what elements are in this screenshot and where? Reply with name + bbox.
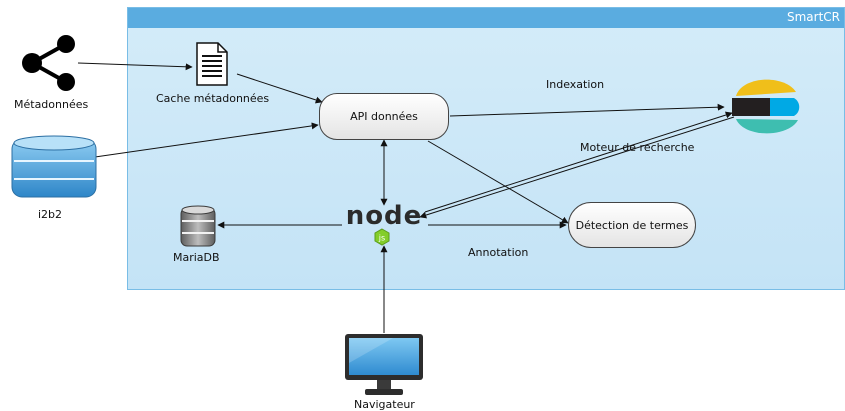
cache-label: Cache métadonnées [156,92,270,105]
svg-text:js: js [378,234,385,243]
elasticsearch-logo-icon [732,79,800,134]
nodejs-logo-icon: node js [341,201,427,246]
api-label: API données [350,110,418,123]
api-node[interactable]: API données [319,93,449,140]
edge-api-to-elasticsearch [449,103,725,117]
edge-cache-to-api [236,73,323,104]
edge-i2b2-to-api [94,122,319,158]
database-server-icon [180,205,216,247]
annotation-edge-label: Annotation [468,246,529,259]
metadata-label: Métadonnées [14,98,89,111]
i2b2-label: i2b2 [38,208,63,221]
search-engine-edge-label: Moteur de recherche [580,141,695,154]
database-icon [11,135,97,198]
detection-label: Détection de termes [575,218,689,232]
detection-node[interactable]: Détection de termes [568,202,696,248]
monitor-icon [345,334,423,395]
edge-metadata-to-cache [77,62,193,71]
share-network-icon [22,35,75,91]
container-title: SmartCR [786,10,840,24]
document-icon [196,42,228,86]
edge-elasticsearch-to-node [419,116,735,219]
smartcr-container: SmartCR [127,7,845,290]
edge-api-to-detection [427,140,569,224]
container-header: SmartCR [128,8,844,28]
mariadb-label: MariaDB [173,251,220,264]
browser-label: Navigateur [354,398,415,411]
node-logo-text: node [345,201,423,231]
edge-node-to-elasticsearch [424,111,733,213]
indexation-edge-label: Indexation [546,78,605,91]
nodejs-hexagon-icon: js [374,228,390,246]
